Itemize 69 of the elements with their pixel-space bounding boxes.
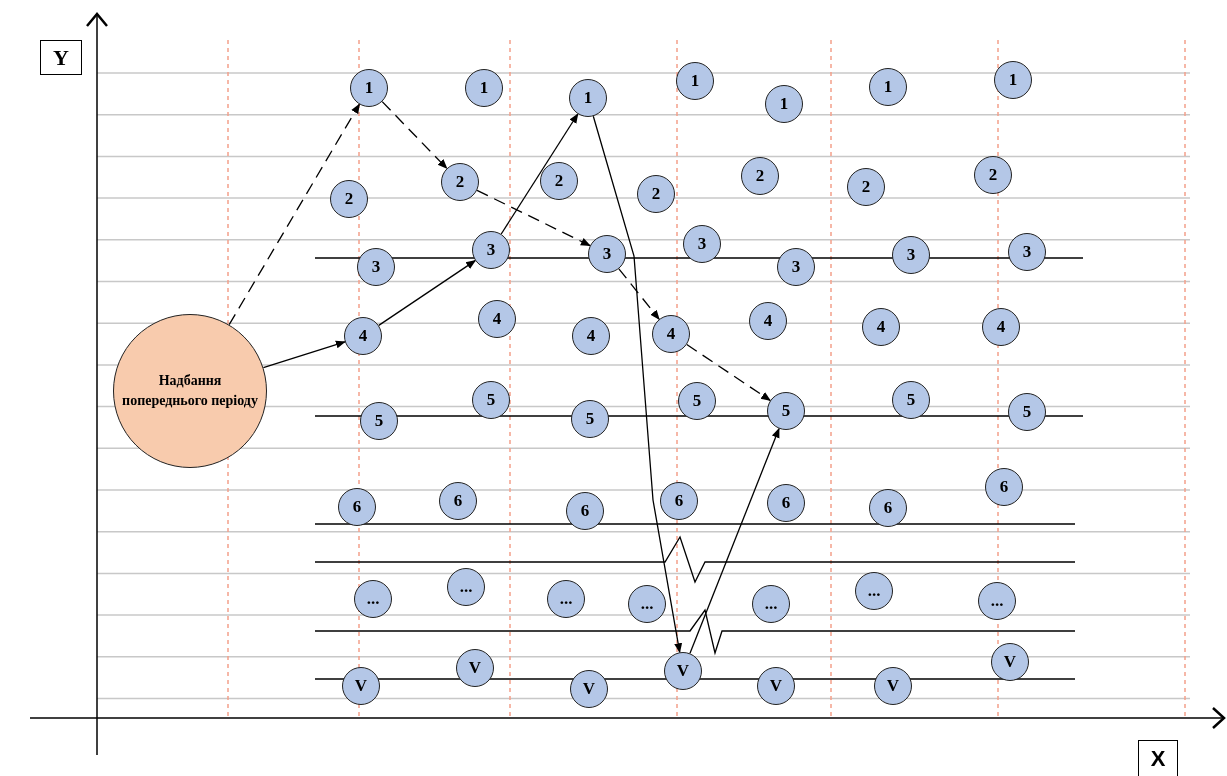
number-circle: ...	[628, 585, 666, 623]
number-circle: V	[991, 643, 1029, 681]
source-circle: Надбання попереднього періоду	[113, 314, 267, 468]
number-circle: V	[874, 667, 912, 705]
dashed-arrow	[381, 101, 448, 170]
dashed-arrow	[476, 189, 591, 247]
number-circle: 5	[892, 381, 930, 419]
number-circle: ...	[752, 585, 790, 623]
number-circle: 2	[330, 180, 368, 218]
number-circle: 1	[994, 61, 1032, 99]
number-circle: 3	[892, 236, 930, 274]
number-circle: 6	[660, 482, 698, 520]
number-circle: 5	[571, 400, 609, 438]
number-circle: 3	[588, 235, 626, 273]
number-circle: V	[342, 667, 380, 705]
number-circle: 3	[357, 248, 395, 286]
number-circle: 2	[637, 175, 675, 213]
number-circle: 2	[974, 156, 1012, 194]
number-circle: 4	[478, 300, 516, 338]
number-circle: 1	[350, 69, 388, 107]
number-circle: 1	[869, 68, 907, 106]
number-circle: 5	[767, 392, 805, 430]
number-circle: 4	[572, 317, 610, 355]
arrow	[378, 259, 477, 327]
number-circle: V	[456, 649, 494, 687]
arrow	[592, 115, 683, 654]
number-circle: 6	[439, 482, 477, 520]
arrow	[689, 427, 780, 654]
number-circle: 6	[338, 488, 376, 526]
number-circle: ...	[978, 582, 1016, 620]
number-circle: 6	[767, 484, 805, 522]
number-circle: ...	[447, 568, 485, 606]
number-circle: 2	[441, 163, 479, 201]
number-circle: 1	[765, 85, 803, 123]
dashed-arrow	[228, 103, 360, 326]
number-circle: ...	[547, 580, 585, 618]
number-circle: 3	[472, 231, 510, 269]
number-circle: 2	[847, 168, 885, 206]
number-circle: 6	[985, 468, 1023, 506]
number-circle: 1	[465, 69, 503, 107]
number-circle: 6	[566, 492, 604, 530]
number-circle: 2	[741, 157, 779, 195]
number-circle: 4	[862, 308, 900, 346]
number-circle: V	[570, 670, 608, 708]
number-circle: 1	[676, 62, 714, 100]
dashed-arrow	[686, 343, 772, 402]
number-circle: 3	[1008, 233, 1046, 271]
number-circle: 3	[777, 248, 815, 286]
number-circle: 4	[652, 315, 690, 353]
axis-label: X	[1138, 740, 1178, 776]
number-circle: 4	[982, 308, 1020, 346]
number-circle: 5	[1008, 393, 1046, 431]
number-circle: V	[664, 652, 702, 690]
number-circle: ...	[354, 580, 392, 618]
number-circle: 4	[749, 302, 787, 340]
number-circle: 5	[678, 382, 716, 420]
number-circle: ...	[855, 572, 893, 610]
number-circle: 5	[360, 402, 398, 440]
arrow	[262, 340, 346, 369]
number-circle: 1	[569, 79, 607, 117]
axis-label: Y	[40, 40, 82, 75]
number-circle: 3	[683, 225, 721, 263]
number-circle: 2	[540, 162, 578, 200]
number-circle: 4	[344, 317, 382, 355]
arrow	[500, 113, 579, 235]
dashed-arrow	[618, 268, 660, 320]
number-circle: V	[757, 667, 795, 705]
number-circle: 5	[472, 381, 510, 419]
number-circle: 6	[869, 489, 907, 527]
